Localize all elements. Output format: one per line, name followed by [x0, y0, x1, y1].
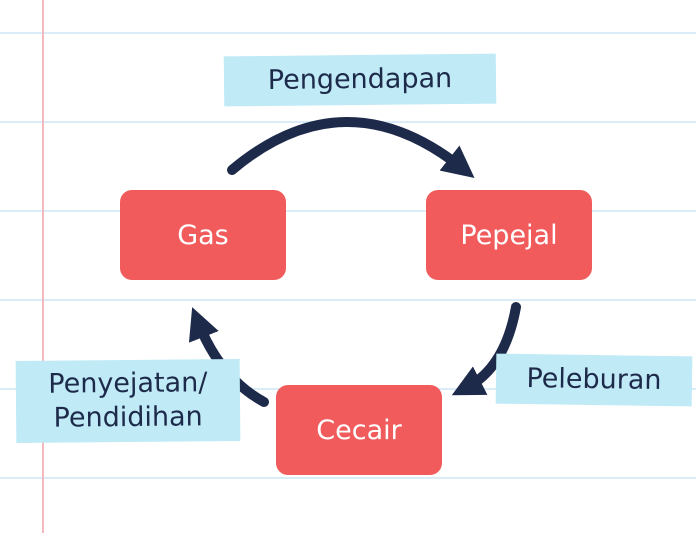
evaporation-label-line2: Pendidihan	[53, 401, 203, 434]
paper-rule-line	[0, 477, 696, 479]
liquid-state-label: Cecair	[316, 414, 402, 446]
deposition-label-tape: Pengendapan	[223, 53, 497, 107]
liquid-state-box: Cecair	[276, 385, 442, 475]
solid-state-box: Pepejal	[426, 190, 592, 280]
paper-margin-line	[42, 0, 44, 533]
paper-rule-line	[0, 210, 696, 212]
solid-state-label: Pepejal	[460, 219, 558, 251]
paper-rule-line	[0, 299, 696, 301]
gas-state-label: Gas	[177, 219, 229, 251]
gas-state-box: Gas	[120, 190, 286, 280]
melting-label-tape: Peleburan	[495, 353, 693, 407]
paper-rule-line	[0, 32, 696, 34]
evaporation-label-tape: Penyejatan/ Pendidihan	[15, 359, 241, 443]
deposition-arrow	[227, 117, 475, 178]
evaporation-label-line1: Penyejatan/	[48, 367, 208, 400]
deposition-label: Pengendapan	[267, 63, 453, 96]
melting-label: Peleburan	[526, 363, 662, 396]
